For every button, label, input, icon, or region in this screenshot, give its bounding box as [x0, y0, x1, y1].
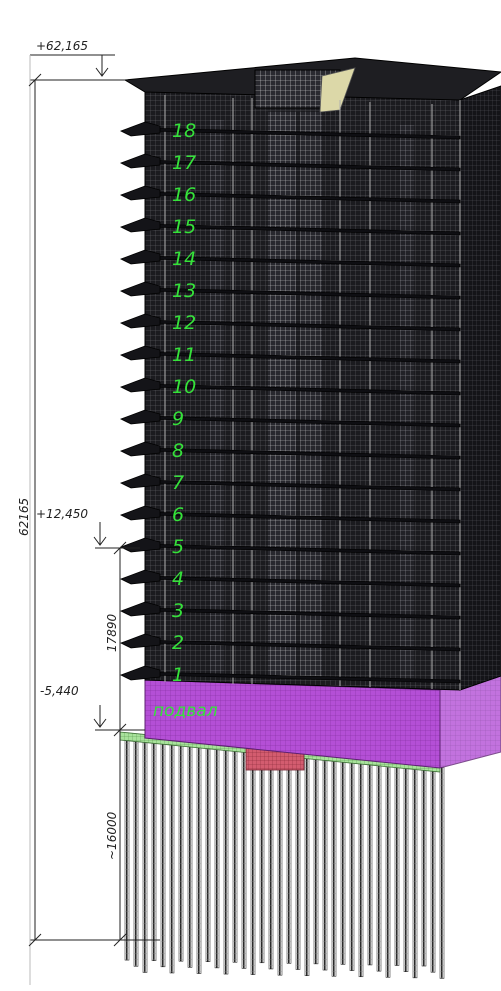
- floor-labels: 18 17 16 15 14 13 12 11 10 9 8 7 6 5 4 3 2 1: [172, 120, 196, 686]
- core-strip-4: [400, 125, 414, 680]
- pile: [412, 764, 418, 979]
- floor-label: 16: [172, 184, 196, 206]
- balcony: [120, 345, 161, 361]
- pile: [196, 742, 202, 974]
- balcony: [120, 569, 161, 585]
- pile: [232, 746, 238, 963]
- pile: [304, 753, 310, 976]
- balcony: [120, 281, 161, 297]
- balcony: [120, 505, 161, 521]
- balcony: [120, 121, 161, 137]
- pile: [349, 757, 355, 971]
- balcony: [120, 633, 161, 649]
- balcony: [120, 153, 161, 169]
- floor-label: 13: [172, 280, 196, 302]
- pile: [250, 747, 256, 975]
- pile: [286, 751, 292, 964]
- pile-field: [124, 735, 445, 979]
- floor-label: 14: [172, 248, 196, 270]
- pile: [331, 755, 337, 977]
- pile: [358, 758, 364, 978]
- floor-label: 6: [172, 504, 184, 526]
- pile-length-dimension: ~16000: [105, 811, 119, 860]
- pile: [430, 765, 436, 973]
- pile: [223, 745, 229, 975]
- pile: [124, 735, 130, 961]
- total-height-dimension: 62165: [17, 498, 31, 536]
- balcony: [120, 665, 161, 681]
- floor-label: 1: [172, 664, 184, 686]
- core-strip-2: [300, 112, 322, 677]
- pile: [205, 743, 211, 962]
- floor-label: 11: [172, 344, 196, 366]
- pile: [214, 744, 220, 969]
- lower-height-dimension: 17890: [105, 613, 119, 652]
- balcony: [120, 473, 161, 489]
- pile: [403, 763, 409, 972]
- floor-label: 12: [172, 312, 196, 334]
- balconies: [120, 121, 161, 681]
- balcony: [120, 313, 161, 329]
- pile: [277, 750, 283, 976]
- basement-label: подвал: [153, 701, 218, 721]
- pile: [142, 737, 148, 973]
- floor-label: 2: [172, 632, 184, 654]
- core-strip-3: [210, 120, 224, 675]
- balcony: [120, 377, 161, 393]
- pile: [295, 752, 301, 970]
- roof-core: [254, 67, 356, 113]
- floor-label: 3: [172, 600, 184, 622]
- mid-level-mark: +12,450: [36, 507, 88, 521]
- pile: [439, 766, 445, 979]
- tower-side: [459, 85, 501, 691]
- pile: [160, 738, 166, 968]
- balcony: [120, 601, 161, 617]
- pile: [322, 755, 328, 971]
- dimension-lines: [28, 54, 160, 985]
- balcony: [120, 217, 161, 233]
- pile: [421, 764, 427, 967]
- pile: [133, 736, 139, 967]
- floor-label: 8: [172, 440, 184, 462]
- pile: [187, 741, 193, 968]
- floor-label: 7: [172, 472, 184, 494]
- pile: [367, 759, 373, 966]
- pile: [259, 748, 265, 964]
- floor-label: 5: [172, 536, 184, 558]
- balcony: [120, 441, 161, 457]
- balcony: [120, 537, 161, 553]
- balcony: [120, 249, 161, 265]
- pile: [169, 739, 175, 974]
- floor-label: 10: [172, 376, 196, 398]
- pile: [241, 746, 247, 969]
- floor-label: 4: [172, 568, 184, 590]
- floor-label: 15: [172, 216, 196, 238]
- pile: [268, 749, 274, 970]
- pile: [178, 740, 184, 962]
- base-level-mark: -5,440: [40, 684, 79, 698]
- pile: [340, 756, 346, 965]
- floor-label: 18: [172, 120, 196, 142]
- floor-label: 9: [172, 408, 184, 430]
- pile: [385, 761, 391, 978]
- pile: [313, 754, 319, 965]
- pile: [394, 762, 400, 966]
- balcony: [120, 409, 161, 425]
- balcony: [120, 185, 161, 201]
- floor-label: 17: [172, 152, 196, 174]
- pile: [376, 760, 382, 972]
- pile: [151, 737, 157, 961]
- top-level-mark: +62,165: [36, 39, 88, 53]
